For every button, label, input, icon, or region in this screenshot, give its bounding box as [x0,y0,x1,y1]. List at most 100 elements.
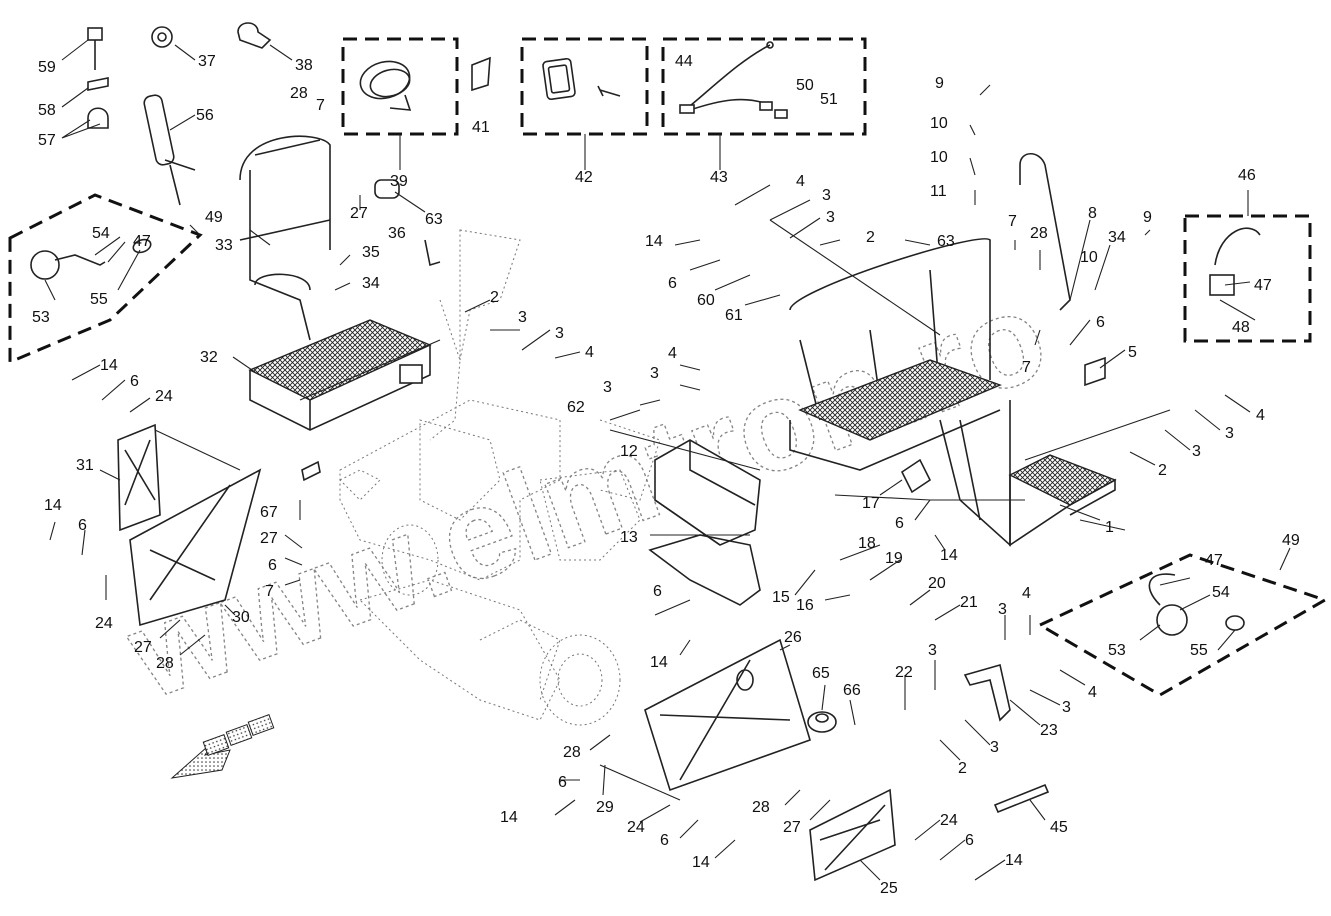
part-number: 3 [603,379,612,396]
part-number: 6 [653,583,662,600]
part-number: 44 [675,53,693,70]
part-number: 2 [958,760,967,777]
bracket-5-icon [1084,356,1106,387]
panel-25-icon [809,788,896,882]
part-number: 41 [472,119,490,136]
grommet-37-icon [151,26,173,48]
part-number: 18 [858,535,876,552]
part-number: 58 [38,102,56,119]
part-number: 4 [1256,407,1265,424]
part-number: 14 [650,654,668,671]
part-number: 49 [205,209,223,226]
part-number: 21 [960,594,978,611]
part-number: 14 [692,854,710,871]
part-number: 3 [928,642,937,659]
part-number: 24 [95,615,113,632]
part-number: 62 [567,399,585,416]
part-number: 50 [796,77,814,94]
part-number: 22 [895,664,913,681]
step-assembly-1-icon [789,238,1117,547]
part-number: 12 [620,443,638,460]
part-number: 27 [134,639,152,656]
part-number: 3 [1225,425,1234,442]
part-number: 37 [198,53,216,70]
part-number: 6 [130,373,139,390]
part-number: 15 [772,589,790,606]
part-number: 11 [930,183,947,200]
part-number: 14 [44,497,62,514]
part-number: 27 [260,530,278,547]
part-number: 45 [1050,819,1068,836]
part-number: 28 [156,655,174,672]
part-number: 10 [930,149,948,166]
part-number: 9 [935,75,944,92]
part-number: 29 [596,799,614,816]
part-number: 3 [1062,699,1071,716]
work-light-icon [359,60,412,111]
part-number: 6 [1096,314,1105,331]
part-number: 7 [1022,359,1031,376]
part-number: 6 [78,517,87,534]
part-number: 3 [518,309,527,326]
bar-45-icon [993,783,1050,814]
part-number: 14 [940,547,958,564]
part-number: 60 [697,292,715,309]
lens-41-icon [471,56,491,92]
part-number: 4 [668,345,677,362]
mirror-icon [542,57,621,101]
bracket-17-icon [900,458,932,494]
part-number: 13 [620,529,638,546]
part-number: 33 [215,237,233,254]
part-number: 48 [1232,319,1250,336]
part-number: 6 [558,774,567,791]
part-number: 47 [1254,277,1272,294]
part-number: 6 [268,557,277,574]
part-number: 6 [965,832,974,849]
part-number: 57 [38,132,56,149]
part-number: 4 [1088,684,1097,701]
handrail-33-icon [239,135,331,341]
part-number: 3 [826,209,835,226]
part-number: 3 [1192,443,1201,460]
part-number: 47 [1205,552,1223,569]
part-number: 35 [362,244,380,261]
panel-31-icon [117,423,161,532]
part-number: 61 [725,307,743,324]
part-number: 59 [38,59,56,76]
part-number: 2 [490,289,499,306]
part-number: 28 [563,744,581,761]
part-number: 3 [998,601,1007,618]
part-number: 14 [645,233,663,250]
part-number: 27 [350,205,368,222]
part-labels: 59 37 38 58 57 56 28 7 41 39 42 44 50 51… [32,53,1300,897]
part-number: 10 [930,115,948,132]
part-number: 47 [133,233,151,250]
part-number: 25 [880,880,898,897]
part-number: 5 [1128,344,1137,361]
part-number: 9 [1143,209,1152,226]
part-number: 4 [1022,585,1031,602]
bumper-63-icon [374,179,400,199]
part-number: 34 [1108,229,1126,246]
part-number: 19 [885,550,903,567]
part-number: 63 [937,233,955,250]
part-number: 55 [1190,642,1208,659]
part-number: 67 [260,504,278,521]
part-number: 26 [784,629,802,646]
group-box-49-left [8,193,203,365]
lamp-53b-icon [1148,573,1245,636]
plate-58-icon [87,77,109,91]
part-number: 20 [928,575,946,592]
bracket-23-icon [963,663,1011,722]
part-number: 53 [1108,642,1126,659]
lamp-53-icon [30,238,152,280]
part-number: 31 [76,457,94,474]
part-number: 63 [425,211,443,228]
part-number: 3 [822,187,831,204]
part-number: 14 [100,357,118,374]
harness-46-icon [1209,227,1261,296]
part-number: 14 [500,809,518,826]
part-number: 24 [155,388,173,405]
tab-67-icon [301,460,321,482]
